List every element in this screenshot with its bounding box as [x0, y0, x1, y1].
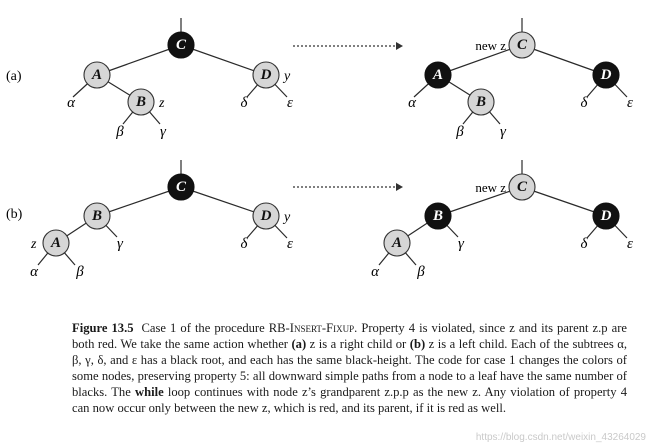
tree-a-after-node-c: [508, 31, 536, 59]
tree-a-after-leaf-alpha: α: [408, 95, 417, 111]
caption-part-1: Case 1 of the procedure RB-: [141, 321, 290, 335]
tree-b-after-node-b-label: B: [432, 208, 443, 224]
row-label-a: (a): [6, 69, 22, 84]
tree-b-after-leaf-epsilon: ε: [627, 236, 633, 252]
tree-b-before-node-b: [83, 202, 111, 230]
tree-b-after-new-z-label: new z: [475, 180, 506, 195]
tree-a-after-node-b: [467, 88, 495, 116]
caption-part-4: z is a left child. Each of the subtrees …: [72, 337, 627, 399]
caption-insert-fixup: Insert-Fixup: [289, 321, 355, 335]
tree-b-before-node-d: [252, 202, 280, 230]
tree-a-before-node-c-label: C: [176, 37, 187, 53]
tree-b-before-tag-z: z: [30, 237, 37, 252]
tree-a-before-node-b: [127, 88, 155, 116]
tree-b-after-node-a-label: A: [391, 235, 402, 251]
tree-b-before-tag-y: y: [282, 210, 291, 225]
tree-b-after-node-a: [383, 229, 411, 257]
tree-b-after-leaf-beta: β: [416, 264, 425, 280]
rb-insert-fixup-case1-diagram: (a) (b) C A B D z y α β γ δ ε: [6, 18, 633, 280]
tree-b-before-node-a: [42, 229, 70, 257]
caption-bold-while: while: [134, 385, 164, 399]
tree-b-before-leaf-beta: β: [75, 264, 84, 280]
tree-a-before-tag-z: z: [158, 96, 165, 111]
tree-a-before-node-a: [83, 61, 111, 89]
tree-a-after-leaf-delta: δ: [581, 95, 589, 111]
tree-b-before: C B A D z y α β γ δ ε: [30, 160, 293, 280]
tree-a-before-node-a-label: A: [91, 67, 102, 83]
tree-b-before-node-b-label: B: [91, 208, 102, 224]
tree-b-after-node-c-label: C: [517, 179, 528, 195]
transition-arrow-a: [293, 42, 403, 50]
figure-caption: Figure 13.5 Case 1 of the procedure RB-In…: [72, 320, 627, 416]
tree-a-before-leaf-delta: δ: [241, 95, 249, 111]
tree-a-after-node-a: [424, 61, 452, 89]
tree-a-before-leaf-alpha: α: [67, 95, 76, 111]
tree-b-after: new z C B A D α β γ δ ε: [371, 160, 633, 280]
tree-b-before-leaf-gamma: γ: [117, 236, 124, 252]
tree-a-before-leaf-epsilon: ε: [287, 95, 293, 111]
tree-a-before-node-d: [252, 61, 280, 89]
tree-a-before-tag-y: y: [282, 69, 291, 84]
tree-b-after-node-d: [592, 202, 620, 230]
caption-part-2: . Property 4 is violated, since z and it…: [72, 321, 627, 351]
transition-arrow-b: [293, 183, 403, 191]
tree-a-after-leaf-epsilon: ε: [627, 95, 633, 111]
tree-b-after-leaf-gamma: γ: [458, 236, 465, 252]
tree-a-after-new-z-label: new z: [475, 38, 506, 53]
tree-b-before-node-c: [167, 173, 195, 201]
tree-b-before-leaf-delta: δ: [241, 236, 249, 252]
caption-part-3: z is a right child or: [306, 337, 410, 351]
tree-a-after: new z C A B D α β γ δ ε: [408, 18, 633, 140]
tree-b-after-node-d-label: D: [600, 208, 612, 224]
tree-b-after-leaf-delta: δ: [581, 236, 589, 252]
tree-a-after-node-a-label: A: [432, 67, 443, 83]
tree-b-before-node-c-label: C: [176, 179, 187, 195]
tree-b-after-leaf-alpha: α: [371, 264, 380, 280]
row-label-b: (b): [6, 207, 23, 222]
tree-a-before-node-d-label: D: [260, 67, 272, 83]
tree-b-before-node-d-label: D: [260, 208, 272, 224]
tree-a-after-node-b-label: B: [475, 94, 486, 110]
caption-part-5: loop continues with node z’s grandparent…: [72, 385, 627, 415]
tree-a-before-node-c: [167, 31, 195, 59]
tree-b-before-node-a-label: A: [50, 235, 61, 251]
tree-a-before: C A B D z y α β γ δ ε: [67, 18, 293, 140]
tree-a-before-node-b-label: B: [135, 94, 146, 110]
watermark: https://blog.csdn.net/weixin_43264029: [475, 432, 646, 443]
tree-b-after-node-c: [508, 173, 536, 201]
figure-number: Figure 13.5: [72, 321, 134, 335]
caption-bold-a: (a): [291, 337, 307, 351]
tree-a-after-node-c-label: C: [517, 37, 528, 53]
tree-b-before-leaf-epsilon: ε: [287, 236, 293, 252]
tree-a-after-node-d: [592, 61, 620, 89]
caption-bold-b: (b): [409, 337, 426, 351]
tree-a-after-leaf-gamma: γ: [500, 124, 507, 140]
tree-b-before-leaf-alpha: α: [30, 264, 39, 280]
tree-a-before-leaf-gamma: γ: [160, 124, 167, 140]
tree-a-after-leaf-beta: β: [455, 124, 464, 140]
tree-a-after-node-d-label: D: [600, 67, 612, 83]
tree-a-before-leaf-beta: β: [115, 124, 124, 140]
tree-b-after-node-b: [424, 202, 452, 230]
